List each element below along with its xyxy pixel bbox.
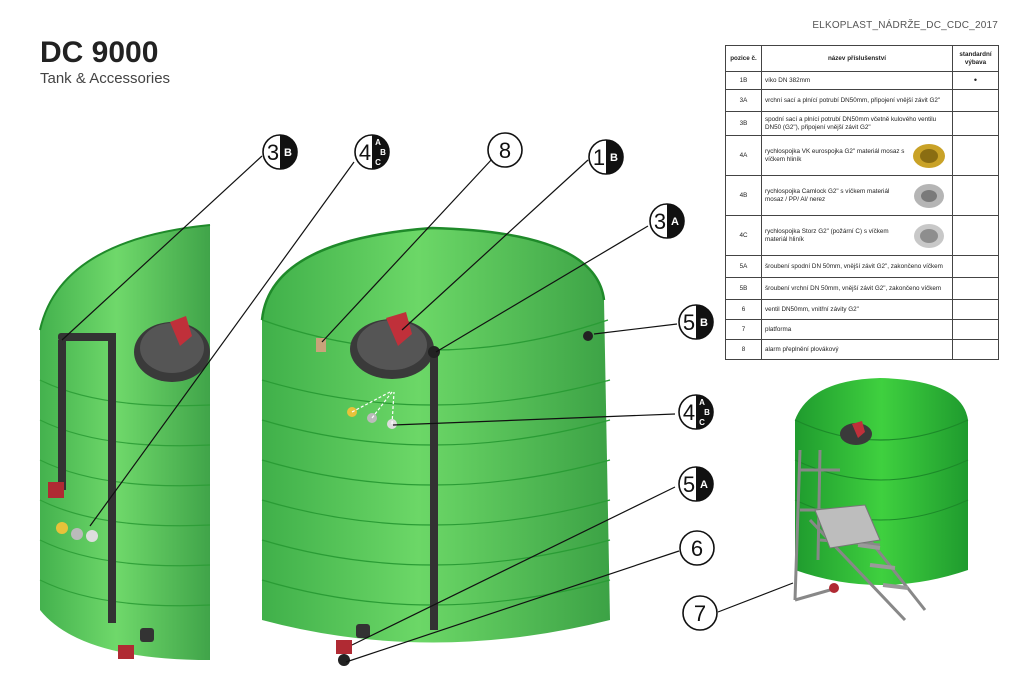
row-name: spodní sací a plnící potrubí DN50mm včet…: [761, 111, 953, 136]
row-standard: [952, 135, 999, 176]
table-row: 4A rychlospojka VK eurospojka G2" materi…: [725, 135, 999, 176]
table-row: 3A vrchní sací a plnící potrubí DN50mm, …: [725, 89, 999, 112]
callout-suffix: C: [699, 418, 705, 427]
table-row: 1B víko DN 382mm •: [725, 71, 999, 90]
row-name: rychlospojka Camlock G2" s víčkem materi…: [765, 187, 890, 203]
accessories-table: pozice č. název příslušenství standardní…: [725, 45, 999, 360]
camlock-coupling-icon: [914, 183, 944, 208]
table-header-row: pozice č. název příslušenství standardní…: [725, 45, 999, 72]
row-name: vrchní sací a plnící potrubí DN50mm, při…: [761, 89, 953, 112]
row-code: 4B: [725, 175, 762, 216]
row-standard: [952, 255, 999, 278]
row-name: ventil DN50mm, vnitřní závity G2": [761, 299, 953, 320]
brass-coupling-icon: [913, 143, 945, 168]
row-standard: [952, 175, 999, 216]
row-name: rychlospojka VK eurospojka G2" materiál …: [765, 147, 905, 163]
callout-suffix: B: [380, 148, 386, 157]
row-name-cell: rychlospojka Storz G2" (požární C) s víč…: [761, 215, 953, 256]
table-row: 3B spodní sací a plnící potrubí DN50mm v…: [725, 111, 999, 136]
row-name: šroubení spodní DN 50mm, vnější závit G2…: [761, 255, 953, 278]
row-code: 6: [725, 299, 762, 320]
row-code: 5A: [725, 255, 762, 278]
callout-number: 3: [654, 209, 666, 234]
callout-number: 1: [593, 145, 605, 170]
row-standard: [952, 111, 999, 136]
callout-suffix: B: [610, 152, 618, 164]
table-row: 5A šroubení spodní DN 50mm, vnější závit…: [725, 255, 999, 278]
callout-number: 8: [499, 138, 511, 163]
row-code: 3A: [725, 89, 762, 112]
row-code: 7: [725, 319, 762, 340]
table-row: 4B rychlospojka Camlock G2" s víčkem mat…: [725, 175, 999, 216]
tank-main: [260, 226, 611, 666]
row-code: 4A: [725, 135, 762, 176]
callout-suffix: B: [704, 408, 710, 417]
callout-number: 7: [694, 601, 706, 626]
row-standard: [952, 277, 999, 300]
row-standard: [952, 215, 999, 256]
table-row: 8 alarm přeplnění plovákový: [725, 339, 999, 360]
callout-suffix: A: [699, 398, 705, 407]
table-row: 7 platforma: [725, 319, 999, 340]
document-code: ELKOPLAST_NÁDRŽE_DC_CDC_2017: [812, 20, 998, 31]
header-accessory-name: název příslušenství: [761, 45, 953, 72]
row-code: 3B: [725, 111, 762, 136]
table-row: 6 ventil DN50mm, vnitřní závity G2": [725, 299, 999, 320]
table-row: 4C rychlospojka Storz G2" (požární C) s …: [725, 215, 999, 256]
callout-suffix: C: [375, 158, 381, 167]
tank-left-cutaway: [39, 224, 211, 660]
row-name-cell: rychlospojka Camlock G2" s víčkem materi…: [761, 175, 953, 216]
callout-6: 6: [679, 530, 715, 566]
page-title: DC 9000: [40, 36, 159, 69]
row-code: 8: [725, 339, 762, 360]
row-name-cell: rychlospojka VK eurospojka G2" materiál …: [761, 135, 953, 176]
row-standard: [952, 339, 999, 360]
row-name: rychlospojka Storz G2" (požární C) s víč…: [765, 227, 889, 243]
row-code: 4C: [725, 215, 762, 256]
callout-suffix: B: [700, 317, 708, 329]
callout-7: 7: [682, 595, 718, 631]
callout-number: 4: [683, 400, 695, 425]
row-code: 1B: [725, 71, 762, 90]
callout-suffix: A: [700, 479, 708, 491]
storz-coupling-icon: [914, 223, 944, 248]
callout-number: 4: [359, 140, 371, 165]
callout-suffix: A: [671, 216, 679, 228]
tank-with-platform: [793, 378, 969, 622]
callout-suffix: B: [284, 147, 292, 159]
row-standard: [952, 319, 999, 340]
row-standard: [952, 89, 999, 112]
callout-number: 5: [683, 310, 695, 335]
row-name: platforma: [761, 319, 953, 340]
row-name: víko DN 382mm: [761, 71, 953, 90]
callout-8: 8: [487, 132, 523, 168]
callout-number: 6: [691, 536, 703, 561]
row-code: 5B: [725, 277, 762, 300]
callout-number: 5: [683, 472, 695, 497]
row-name: alarm přeplnění plovákový: [761, 339, 953, 360]
header-position: pozice č.: [725, 45, 762, 72]
table-row: 5B šroubení vrchní DN 50mm, vnější závit…: [725, 277, 999, 300]
callout-suffix: A: [375, 138, 381, 147]
row-standard: [952, 299, 999, 320]
row-standard: •: [952, 71, 999, 90]
leader-lines: [61, 155, 794, 663]
row-name: šroubení vrchní DN 50mm, vnější závit G2…: [761, 277, 953, 300]
page-subtitle: Tank & Accessories: [40, 70, 171, 87]
header-standard-equipment: standardní výbava: [952, 45, 999, 72]
callout-number: 3: [267, 140, 279, 165]
